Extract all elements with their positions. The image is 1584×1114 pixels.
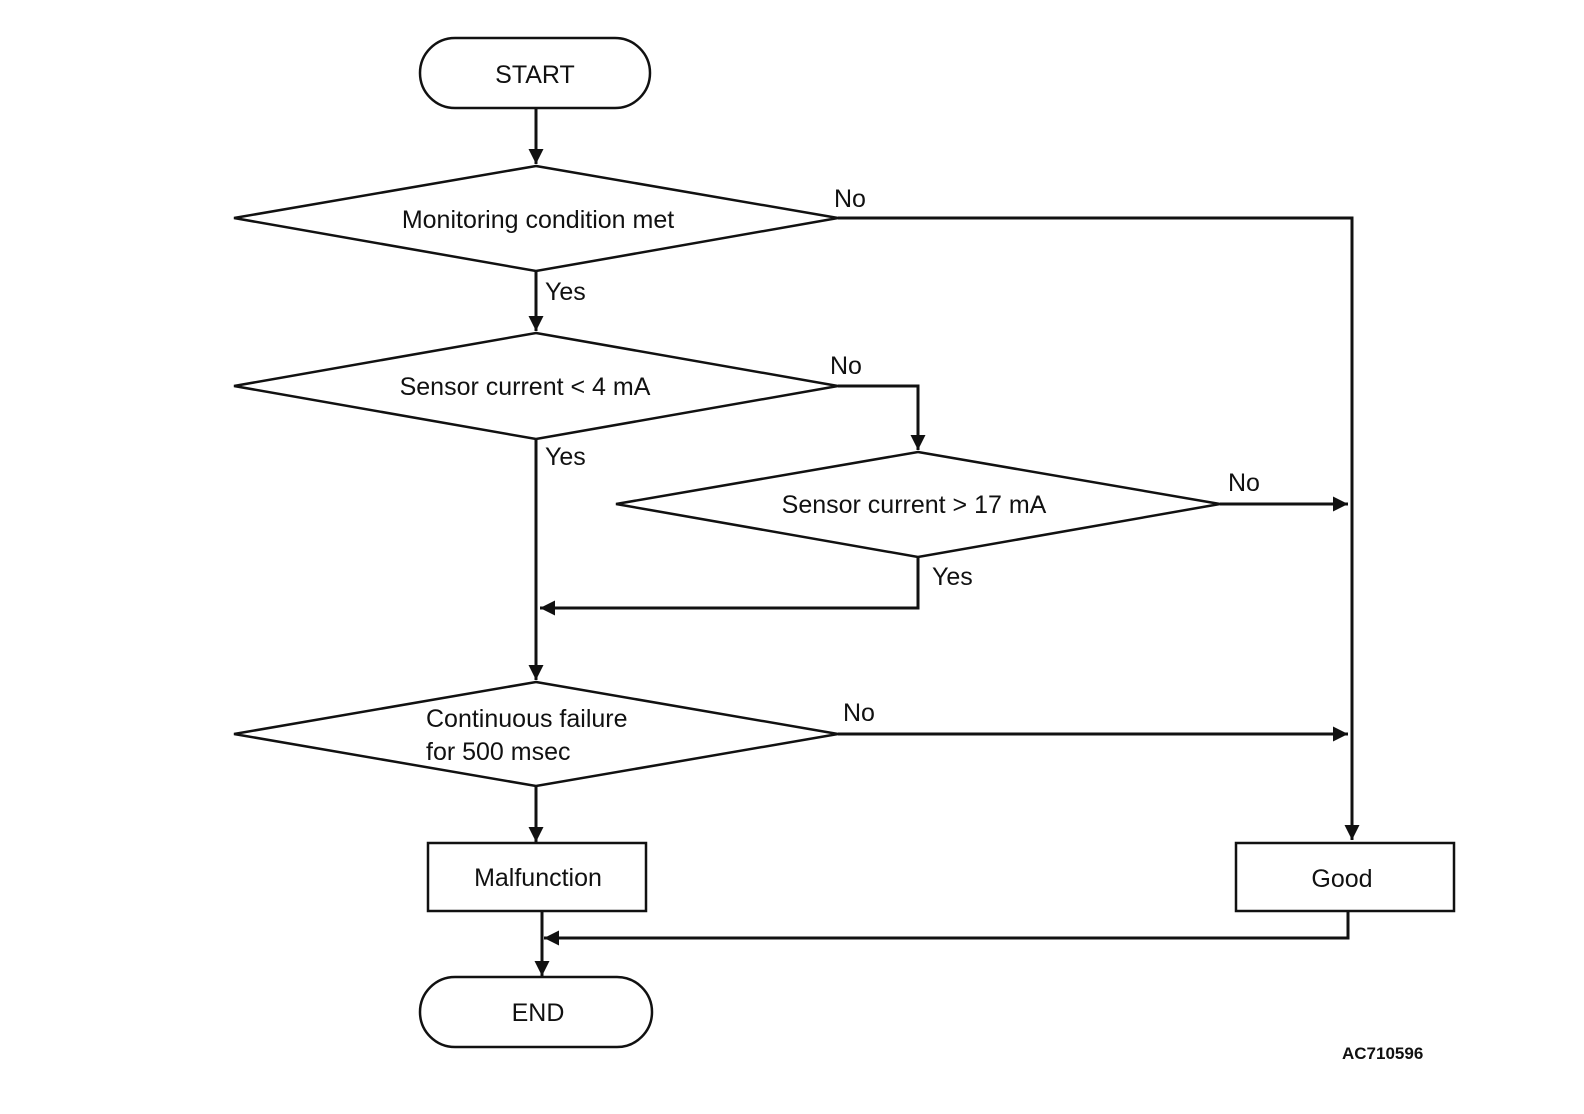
decision-continuous-failure: Continuous failure for 500 msec [233,680,839,788]
branch-low-yes: Yes [545,443,586,471]
decision-monitoring: Monitoring condition met [233,164,839,273]
decision-low-current-label: Sensor current < 4 mA [400,373,651,401]
edge-low-no [838,384,926,450]
malfunction-label: Malfunction [474,864,602,892]
end-node: END [418,975,654,1049]
decision-low-current: Sensor current < 4 mA [233,331,839,441]
branch-high-no: No [1228,469,1260,497]
decision-high-current: Sensor current > 17 mA [615,450,1221,559]
start-label: START [495,61,575,89]
branch-high-yes: Yes [932,563,973,591]
malfunction-node: Malfunction [426,841,648,913]
branch-low-no: No [830,352,862,380]
connectors [528,108,1360,976]
start-node: START [418,36,652,110]
decision-continuous-line1: Continuous failure [426,705,628,733]
branch-continuous-no: No [843,699,875,727]
good-label: Good [1311,865,1372,893]
edge-good-to-end [544,911,1350,946]
decision-continuous-line2: for 500 msec [426,738,571,766]
decision-high-current-label: Sensor current > 17 mA [782,491,1047,519]
good-node: Good [1234,841,1456,913]
edge-monitoring-no [838,216,1360,840]
edge-high-yes [540,557,920,616]
figure-code: AC710596 [1342,1044,1423,1063]
branch-monitoring-yes: Yes [545,278,586,306]
end-label: END [512,999,565,1027]
branch-monitoring-no: No [834,185,866,213]
decision-monitoring-label: Monitoring condition met [402,206,674,234]
